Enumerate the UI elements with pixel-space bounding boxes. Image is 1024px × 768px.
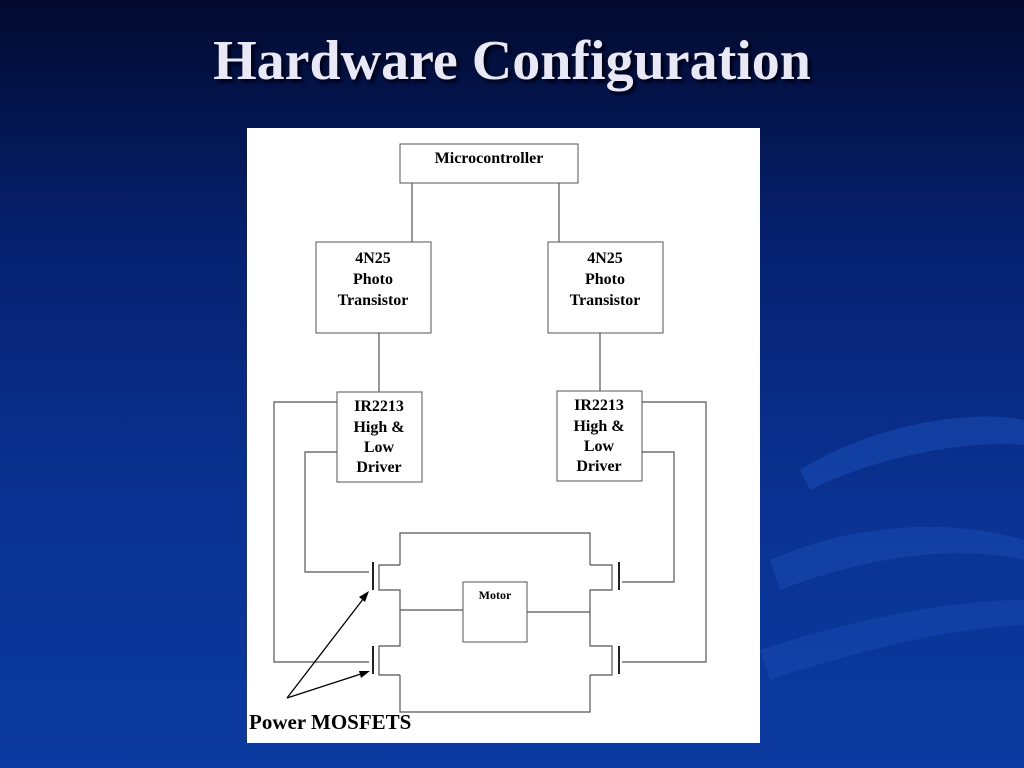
diagram-wires [273,183,707,713]
microcontroller-block: Microcontroller [399,143,579,184]
optocoupler-left-line3: Transistor [338,292,409,309]
driver-right-line1: IR2213 [574,397,624,414]
mosfet-lower-right [589,612,620,676]
motor-label: Motor [479,588,512,602]
optocoupler-right-line1: 4N25 [587,250,623,267]
hardware-block-diagram: Microcontroller 4N25 Photo Transistor 4N… [247,128,760,743]
mosfet-upper-right [589,562,620,612]
optocoupler-right-line2: Photo [585,271,625,288]
diagram-canvas: Microcontroller 4N25 Photo Transistor 4N… [249,143,707,734]
optocoupler-left-line1: 4N25 [355,250,391,267]
driver-left-line4: Driver [356,459,401,476]
optocoupler-left-block: 4N25 Photo Transistor [315,241,432,334]
mosfet-upper-left [372,562,401,610]
optocoupler-right-line3: Transistor [570,292,641,309]
power-mosfets-caption: Power MOSFETS [249,710,411,734]
driver-left-line2: High & [353,419,404,436]
motor-block: Motor [462,581,528,643]
slide-title: Hardware Configuration [213,30,811,92]
microcontroller-label: Microcontroller [435,150,544,167]
mosfet-annotation-arrows [286,591,370,699]
driver-right-line2: High & [573,418,624,435]
driver-right-line3: Low [584,438,615,455]
driver-left-block: IR2213 High & Low Driver [336,391,423,483]
driver-left-line1: IR2213 [354,398,404,415]
optocoupler-right-block: 4N25 Photo Transistor [547,241,664,334]
mosfet-lower-left [372,610,401,676]
optocoupler-left-line2: Photo [353,271,393,288]
driver-right-block: IR2213 High & Low Driver [556,390,643,482]
driver-left-line3: Low [364,439,395,456]
driver-right-line4: Driver [576,458,621,475]
